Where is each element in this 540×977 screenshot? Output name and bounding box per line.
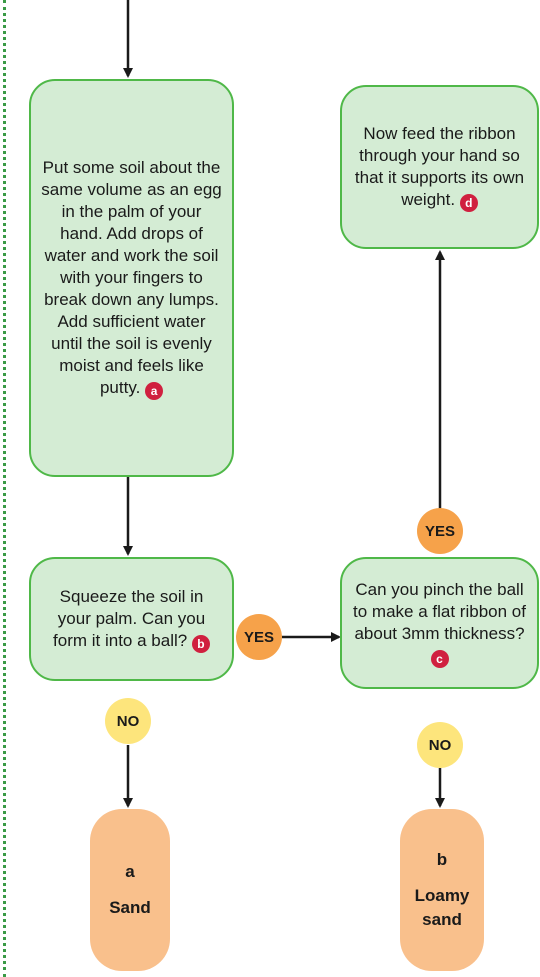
marker-b-badge: b bbox=[191, 634, 210, 653]
result-loamy-sand: b Loamy sand bbox=[400, 809, 484, 971]
page-margin-dotted-line bbox=[3, 0, 6, 977]
no-to-loamy-sand-circle: NO bbox=[417, 722, 463, 768]
step-feed-text: Now feed the ribbon through your hand so… bbox=[354, 123, 525, 209]
step-squeeze-text: Squeeze the soil in your palm. Can you f… bbox=[53, 586, 206, 650]
result-sand-letter: a bbox=[125, 862, 135, 881]
result-sand-label: Sand bbox=[109, 898, 151, 917]
marker-a-badge: a bbox=[145, 381, 164, 400]
marker-c-badge: c bbox=[430, 649, 449, 668]
step-squeeze-soil: Squeeze the soil in your palm. Can you f… bbox=[29, 557, 234, 681]
step-prepare-soil: Put some soil about the same volume as a… bbox=[29, 79, 234, 477]
result-loamy-sand-label: Loamy sand bbox=[414, 886, 470, 929]
step-prepare-text: Put some soil about the same volume as a… bbox=[41, 157, 222, 397]
step-pinch-ribbon: Can you pinch the ball to make a flat ri… bbox=[340, 557, 539, 689]
step-feed-ribbon: Now feed the ribbon through your hand so… bbox=[340, 85, 539, 249]
marker-d-badge: d bbox=[459, 193, 478, 212]
yes-to-feed-circle: YES bbox=[417, 508, 463, 554]
yes-to-pinch-circle: YES bbox=[236, 614, 282, 660]
result-sand: a Sand bbox=[90, 809, 170, 971]
no-to-sand-circle: NO bbox=[105, 698, 151, 744]
step-pinch-text: Can you pinch the ball to make a flat ri… bbox=[353, 579, 526, 643]
result-loamy-sand-letter: b bbox=[436, 850, 448, 869]
